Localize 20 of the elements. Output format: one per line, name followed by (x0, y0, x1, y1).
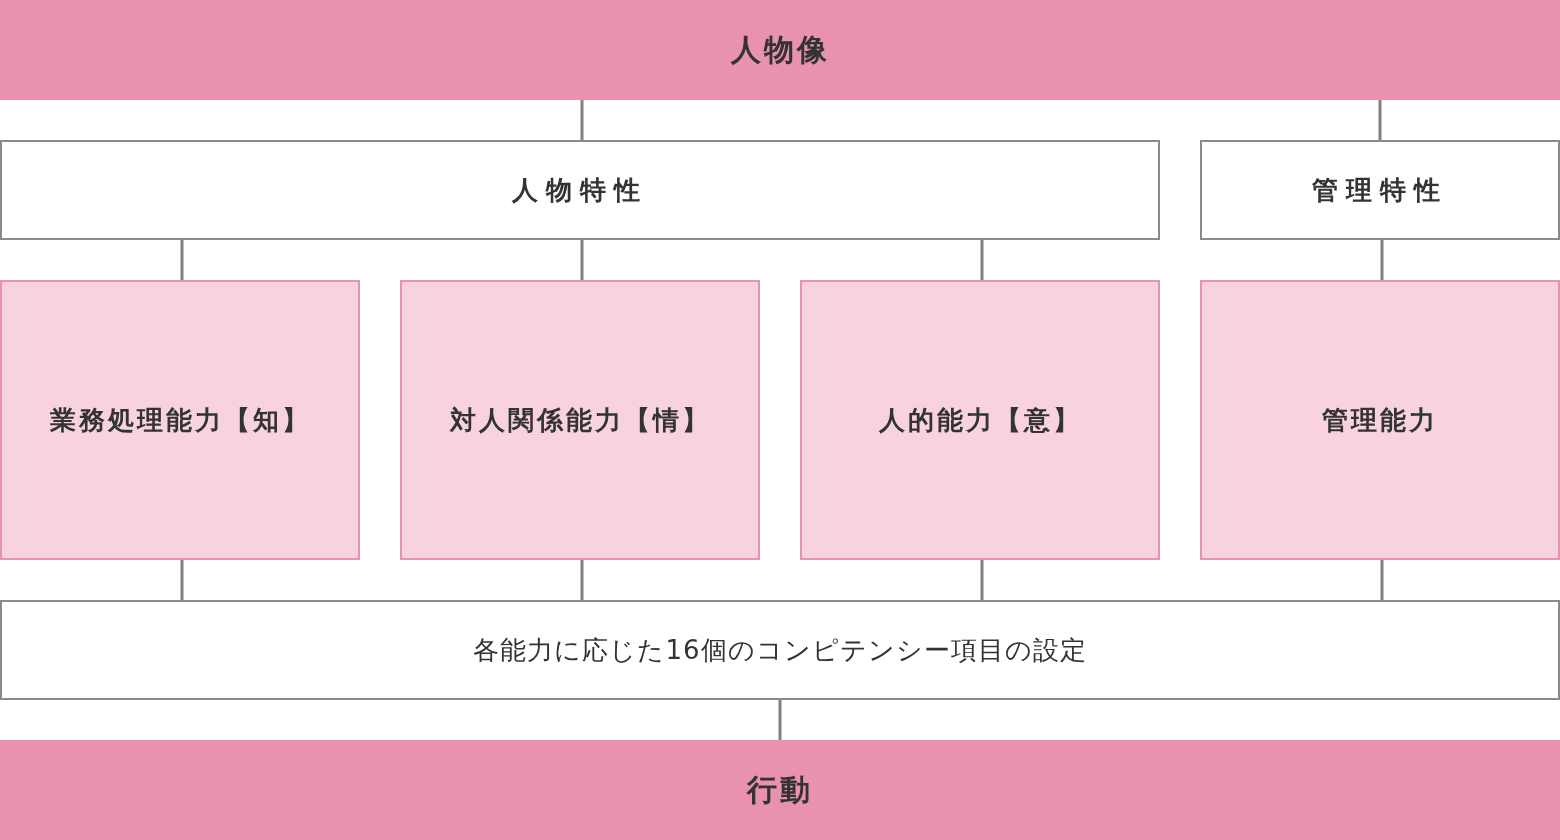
ability-box: 業務処理能力【知】 (0, 280, 360, 560)
connector-line (1378, 100, 1382, 140)
connector-line (580, 240, 584, 280)
connector-line (1380, 240, 1384, 280)
connector-line (980, 560, 984, 600)
connector-line (980, 240, 984, 280)
ability-box: 人的能力【意】 (800, 280, 1160, 560)
category-box: 人物特性 (0, 140, 1160, 240)
connector-line (180, 240, 184, 280)
connector-line (180, 560, 184, 600)
heading-band: 行動 (0, 740, 1560, 840)
connector-line (778, 700, 782, 740)
process-box: 各能力に応じた16個のコンピテンシー項目の設定 (0, 600, 1560, 700)
category-box: 管理特性 (1200, 140, 1560, 240)
connector-line (580, 560, 584, 600)
connector-line (580, 100, 584, 140)
connector-line (1380, 560, 1384, 600)
ability-box: 管理能力 (1200, 280, 1560, 560)
ability-box: 対人関係能力【情】 (400, 280, 760, 560)
heading-band: 人物像 (0, 0, 1560, 100)
